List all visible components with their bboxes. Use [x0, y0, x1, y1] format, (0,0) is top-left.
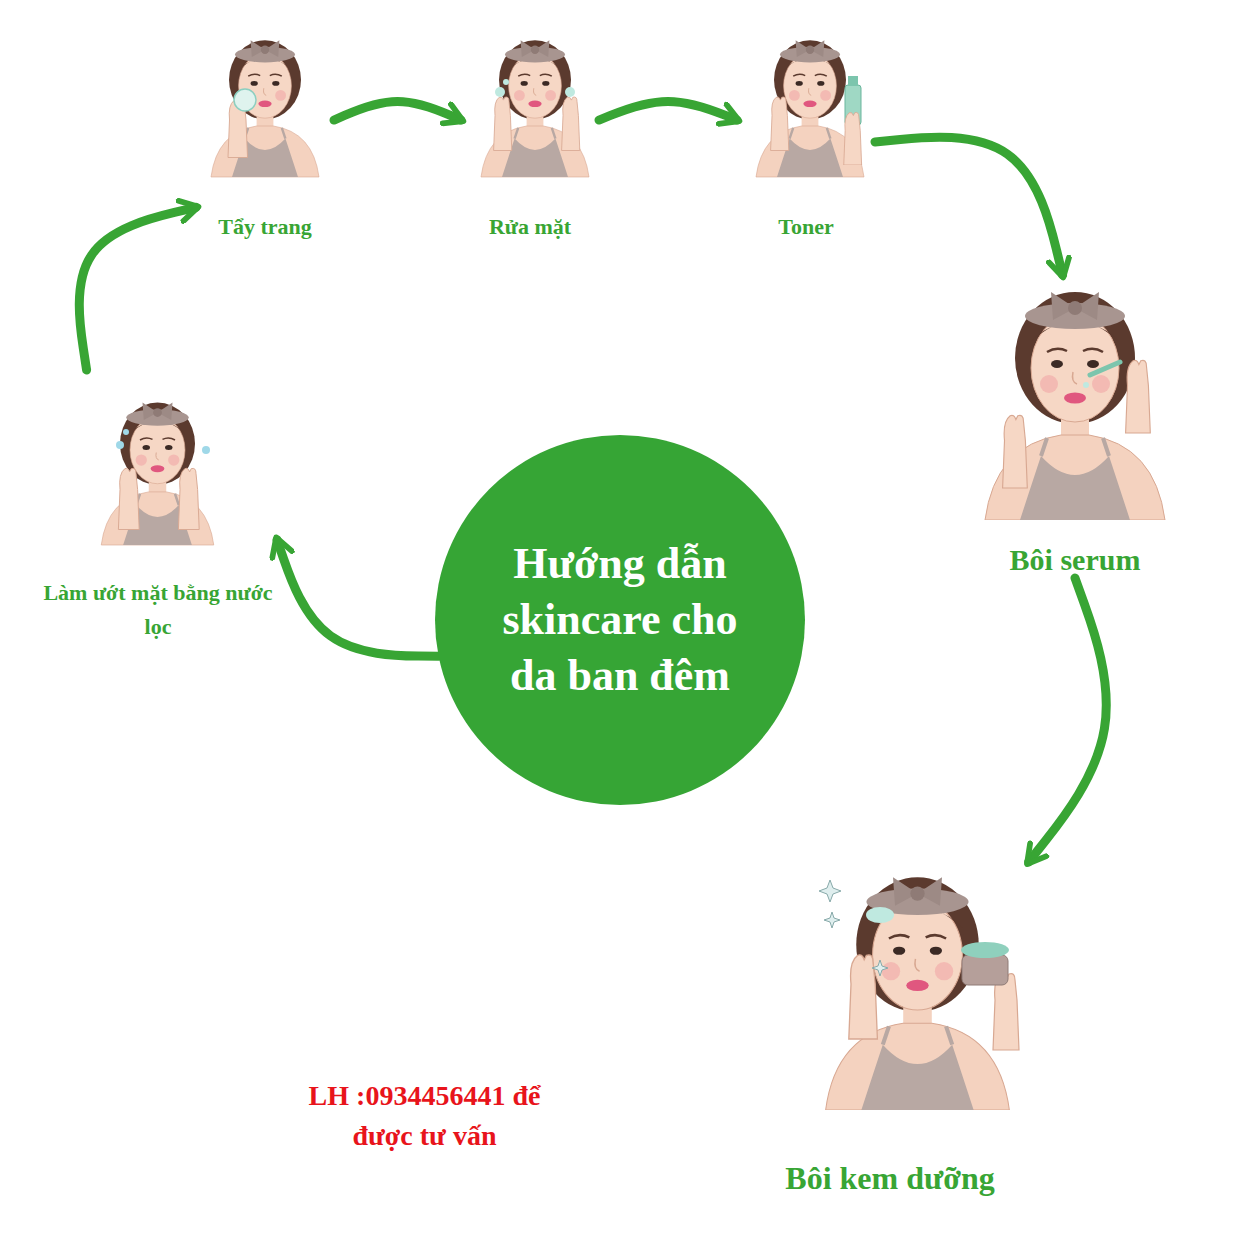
step-label: Bôi serum: [951, 542, 1199, 578]
step-box: Toner: [737, 22, 875, 240]
title-circle: Hướng dẫn skincare cho da ban đêm: [435, 435, 805, 805]
flow-arrow: [1029, 578, 1107, 862]
contact-note: LH :0934456441 để được tư vấn: [292, 1076, 557, 1156]
step-box: Làm ướt mặt bằng nước lọc: [39, 370, 277, 644]
step-box: Rửa mặt: [461, 22, 599, 240]
flow-arrow: [875, 137, 1063, 275]
step-label: Toner: [737, 214, 875, 240]
step-label: Bôi kem dưỡng: [736, 1159, 1044, 1197]
circle-fill: [435, 435, 805, 805]
step-box: Bôi serum: [951, 275, 1199, 578]
title-text: Hướng dẫn skincare cho da ban đêm: [488, 536, 753, 704]
step-label: Rửa mặt: [461, 214, 599, 240]
step-label: Tẩy trang: [196, 214, 334, 240]
flow-arrow: [277, 540, 439, 656]
step-box: Tẩy trang: [196, 22, 334, 240]
flow-arrow: [599, 101, 737, 120]
flow-arrow: [79, 207, 196, 370]
step-label: Làm ướt mặt bằng nước lọc: [39, 576, 277, 644]
flow-arrow: [334, 101, 461, 120]
step-box: Bôi kem dưỡng: [736, 862, 1044, 1197]
